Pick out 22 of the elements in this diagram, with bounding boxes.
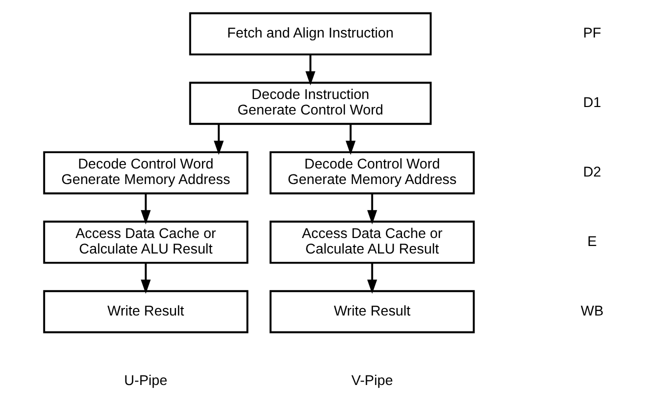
arrow [140, 194, 150, 224]
label: D2 [582, 163, 601, 180]
arrow [366, 263, 377, 294]
label: PF [582, 24, 601, 40]
arrow [213, 124, 224, 155]
label: D1 [582, 94, 601, 110]
label: WB [580, 302, 604, 318]
node-box: Access Data Cache or Calculate ALU Result [269, 220, 474, 264]
arrow [140, 263, 150, 294]
node-box: Write Result [269, 290, 474, 334]
label: V-Pipe [350, 372, 392, 388]
node-box: Decode Control Word Generate Memory Address [42, 151, 248, 194]
arrow [366, 194, 377, 224]
label: U-Pipe [124, 372, 167, 388]
node-box: Fetch and Align Instruction [188, 12, 432, 56]
node-box: Access Data Cache or Calculate ALU Result [42, 220, 248, 264]
node-box: Write Result [42, 290, 248, 334]
arrow [304, 54, 315, 86]
node-box: Decode Instruction Generate Control Word [188, 82, 432, 125]
arrow [345, 124, 356, 155]
node-box: Decode Control Word Generate Memory Address [269, 151, 474, 194]
label: E [586, 232, 596, 249]
